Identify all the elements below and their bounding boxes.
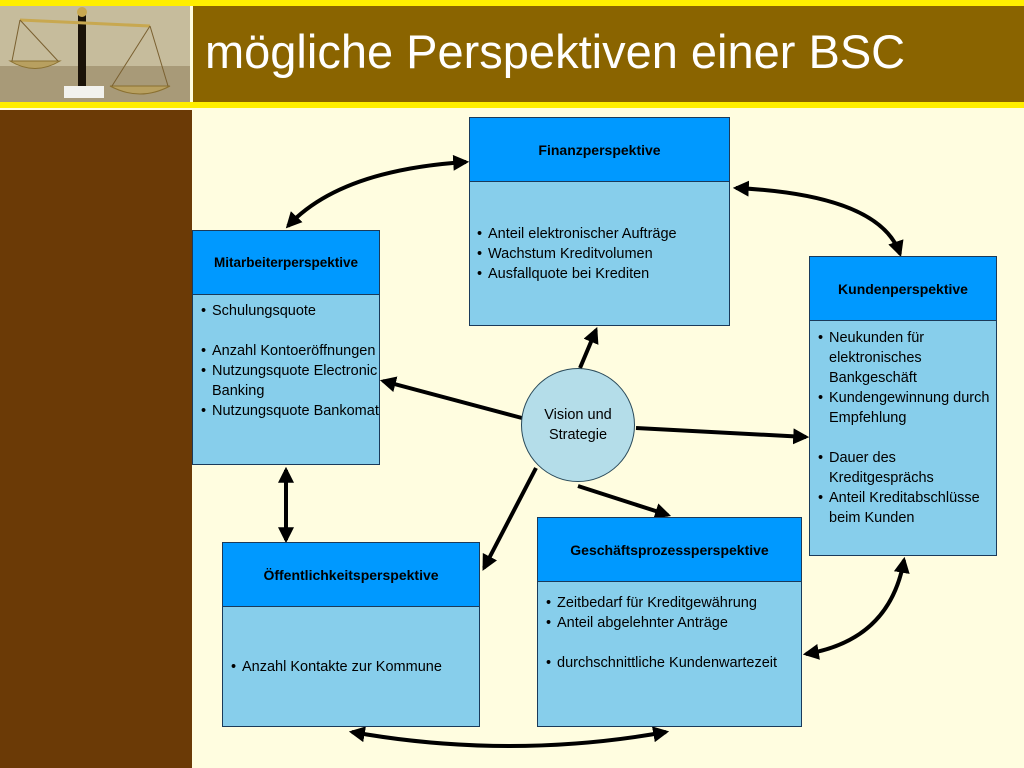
arrow-center-kunden — [635, 426, 810, 445]
finanz-list: Anteil elektronischer Aufträge Wachstum … — [470, 224, 729, 284]
geschaeft-box: Geschäftsprozessperspektive Zeitbedarf f… — [537, 517, 802, 727]
arrow-center-geschaeft — [577, 484, 672, 519]
list-item: Ausfallquote bei Krediten — [477, 264, 729, 284]
list-item: Zeitbedarf für Kreditgewährung — [546, 593, 801, 613]
list-item: Kundengewinnung durch Empfehlung — [818, 388, 996, 428]
list-item: durchschnittliche Kundenwartezeit — [546, 653, 801, 673]
scales-logo-image — [0, 6, 190, 102]
vision-strategy-circle: Vision und Strategie — [521, 368, 635, 482]
list-item: Anteil elektronischer Aufträge — [477, 224, 729, 244]
slide-title: mögliche Perspektiven einer BSC — [205, 25, 906, 78]
mitarbeiter-title: Mitarbeiterperspektive — [193, 231, 379, 295]
kunden-box: Kundenperspektive Neukunden für elektron… — [809, 256, 997, 556]
list-item: Nutzungsquote Electronic Banking — [201, 361, 379, 401]
arrow-kunden-geschaeft — [802, 556, 910, 660]
finanz-title: Finanzperspektive — [470, 118, 729, 182]
list-item: Wachstum Kreditvolumen — [477, 244, 729, 264]
oeffentlichkeit-box: Öffentlichkeitsperspektive Anzahl Kontak… — [222, 542, 480, 727]
center-label: Vision und Strategie — [544, 407, 612, 443]
top-stripe — [0, 0, 1024, 6]
header-band — [193, 6, 1024, 102]
list-item: Anteil Kreditabschlüsse beim Kunden — [818, 488, 996, 528]
mitarbeiter-list: Schulungsquote Anzahl Kontoeröffnungen N… — [193, 301, 379, 421]
kunden-list: Neukunden für elektronisches Bankgeschäf… — [810, 328, 996, 528]
oeffentlichkeit-list: Anzahl Kontakte zur Kommune — [223, 657, 479, 677]
list-item: Anteil abgelehnter Anträge — [546, 613, 801, 633]
kunden-title: Kundenperspektive — [810, 257, 996, 321]
arrow-finanz-kunden — [732, 180, 904, 258]
list-item: Anzahl Kontoeröffnungen — [201, 341, 379, 361]
list-item: Schulungsquote — [201, 301, 379, 321]
arrow-finanz-mitarbeiter — [285, 154, 470, 229]
bottom-stripe — [0, 102, 1024, 108]
mitarbeiter-box: Mitarbeiterperspektive Schulungsquote An… — [192, 230, 380, 465]
arrow-oeffentlichkeit-geschaeft — [348, 726, 670, 748]
list-item: Dauer des Kreditgesprächs — [818, 448, 996, 488]
list-item: Nutzungsquote Bankomat — [201, 401, 379, 421]
arrow-center-oeffentlichkeit — [482, 467, 538, 571]
list-item: Neukunden für elektronisches Bankgeschäf… — [818, 328, 996, 388]
arrow-center-finanz — [578, 327, 599, 369]
arrow-center-mitarbeiter — [379, 376, 523, 420]
oeffentlichkeit-title: Öffentlichkeitsperspektive — [223, 543, 479, 607]
finanz-box: Finanzperspektive Anteil elektronischer … — [469, 117, 730, 326]
geschaeft-title: Geschäftsprozessperspektive — [538, 518, 801, 582]
list-item: Anzahl Kontakte zur Kommune — [231, 657, 479, 677]
geschaeft-list: Zeitbedarf für Kreditgewährung Anteil ab… — [538, 593, 801, 673]
left-sidebar — [0, 110, 192, 768]
